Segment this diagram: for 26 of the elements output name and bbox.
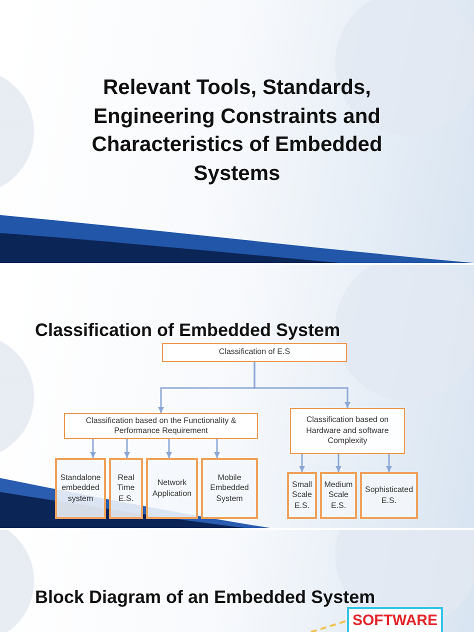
arrow xyxy=(214,439,220,458)
dashed-connector-line xyxy=(310,620,348,632)
category-box: Sophisticated E.S. xyxy=(360,472,418,519)
arrow xyxy=(90,439,96,458)
category-box: Classification of E.S xyxy=(162,343,347,362)
category-box: Real Time E.S. xyxy=(109,458,143,519)
arrow xyxy=(386,454,392,472)
slide-title: Relevant Tools, Standards, Engineering Constraints and Characteristics of Embedded Systems xyxy=(90,75,384,186)
slide-panel xyxy=(0,265,474,528)
category-box: Classification based on the Functionality & Performance Requirement xyxy=(64,413,258,439)
slide-title: Classification of Embedded System xyxy=(35,319,340,341)
arrow xyxy=(299,454,305,472)
category-box: Mobile Embedded System xyxy=(201,458,258,519)
slide-title: Block Diagram of an Embedded System xyxy=(35,587,376,607)
category-box: Classification based on Hardware and software Complexity xyxy=(290,408,405,454)
arrow xyxy=(254,362,350,408)
category-box: Medium Scale E.S. xyxy=(320,472,357,519)
arrow xyxy=(124,439,130,458)
slide-panel xyxy=(0,0,474,263)
category-box: Small Scale E.S. xyxy=(287,472,317,519)
slide-panel xyxy=(0,530,474,632)
label-box: SOFTWARE xyxy=(347,607,443,632)
category-box: Standalone embedded system xyxy=(55,458,106,519)
arrow xyxy=(336,454,342,472)
category-box: Network Application xyxy=(146,458,198,519)
arrow xyxy=(166,439,172,458)
